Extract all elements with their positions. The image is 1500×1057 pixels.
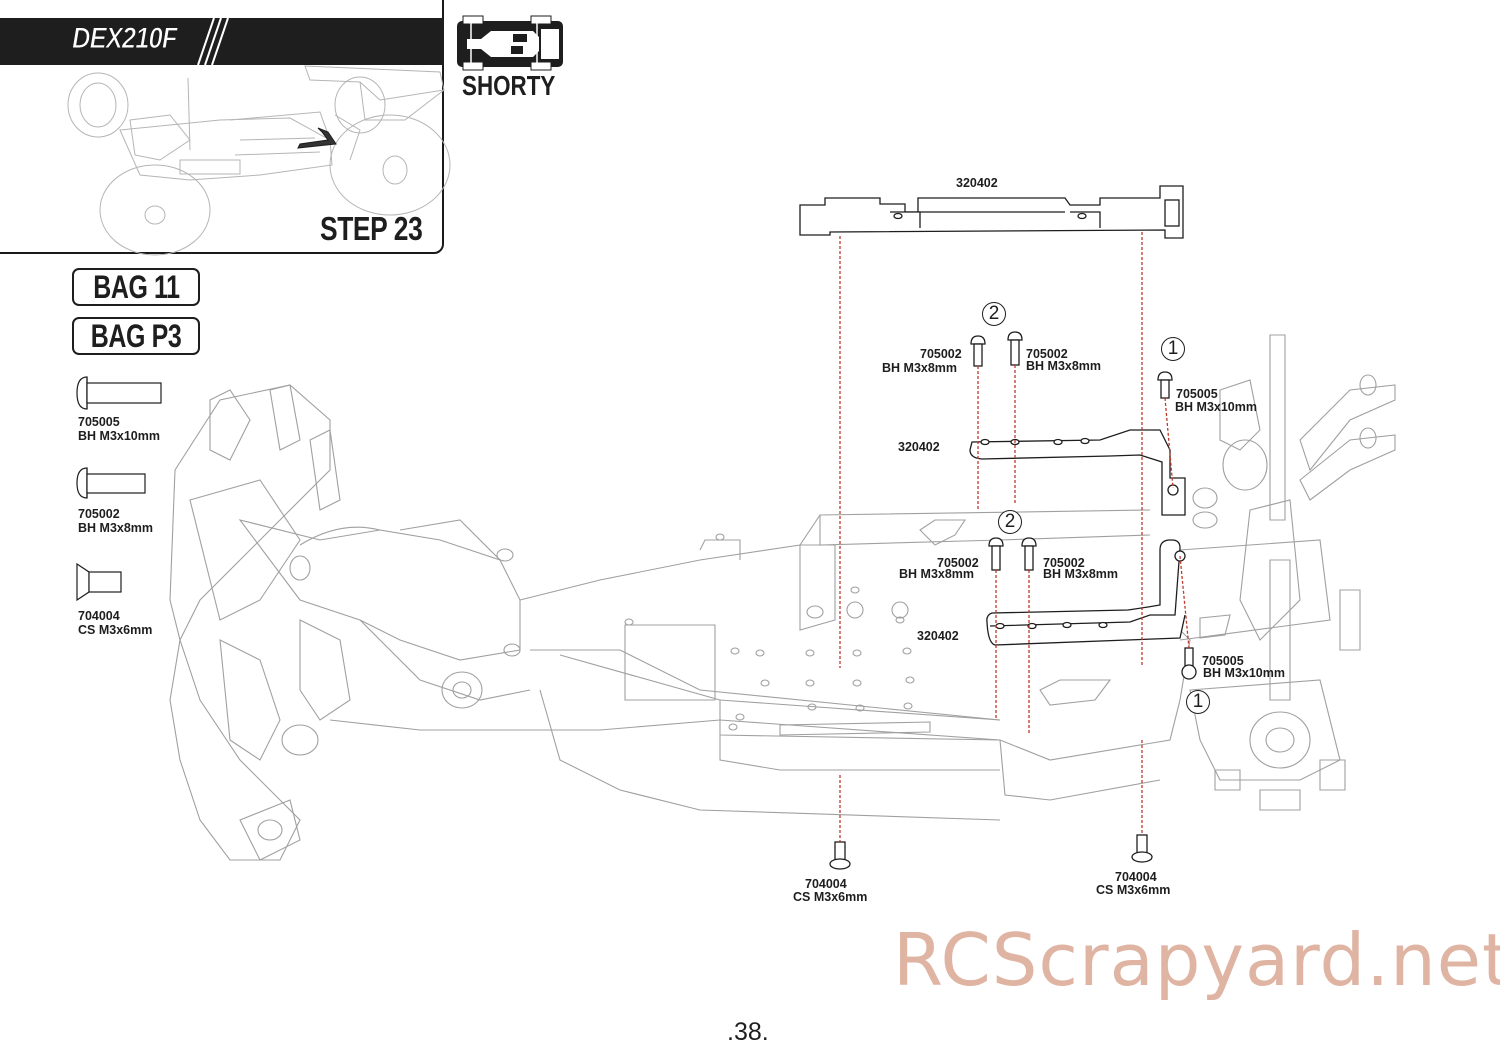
assembly-guide-lines [839,232,1190,842]
part-code: 705005 [78,415,120,429]
guide-line [1179,555,1190,649]
buggy-overview-illustration [67,65,451,256]
screw-desc: BH M3x10mm [1203,666,1285,680]
screw-desc: BH M3x8mm [899,567,975,581]
screw-desc: BH M3x8mm [1026,359,1102,373]
screw-code: 705002 [937,556,979,570]
countersunk-screw-icon [76,562,122,602]
button-head-screw-icon [76,467,146,499]
part-code: 704004 [78,609,120,623]
part-label-upper-brace: 320402 [898,440,940,454]
guide-line [1164,397,1174,489]
header-band [0,18,444,65]
lower-side-brace [986,539,1186,646]
part-label-lower-brace: 320402 [917,629,959,643]
screw-code: 705005 [1176,387,1218,401]
part-desc: BH M3x10mm [78,429,160,443]
screw-code: 705002 [920,347,962,361]
screw-code: 705005 [1202,654,1244,668]
screw-desc: BH M3x10mm [1175,400,1257,414]
button-head-screw-long-icon [76,376,162,410]
part-desc: CS M3x6mm [78,623,153,637]
button-head-screw-icon [970,335,986,367]
screw-code: 705002 [1026,347,1068,361]
step-callout-badge: 1 [1161,337,1185,361]
step-callout-badge: 2 [982,302,1006,326]
screw-code: 704004 [1115,870,1157,884]
top-brace-part [799,185,1184,239]
screw-desc: BH M3x8mm [882,361,958,375]
chassis-line-art [169,334,1396,861]
bag-label-p3: BAG P3 [72,317,200,355]
variant-label: SHORTY [462,70,556,101]
screw-desc: CS M3x6mm [793,890,868,904]
part-desc: BH M3x8mm [78,521,154,535]
countersunk-screw-icon [829,841,851,870]
bag-label-text: BAG P3 [90,317,182,354]
screw-code: 704004 [805,877,847,891]
screw-code: 705002 [1043,556,1085,570]
button-head-screw-icon [988,537,1004,571]
bag-label-11: BAG 11 [72,268,200,306]
countersunk-screw-icon [1131,834,1153,863]
logo-slashes-decoration [197,17,229,66]
site-watermark: RCScrapyard.net [893,918,1500,1002]
button-head-screw-long-icon [1157,371,1173,399]
part-code: 705002 [78,507,120,521]
step-callout-badge: 2 [998,510,1022,534]
screw-desc: CS M3x6mm [1096,883,1171,897]
screw-desc: BH M3x8mm [1043,567,1119,581]
upper-side-brace [969,429,1186,516]
button-head-screw-long-icon [1181,647,1197,680]
step-callout-badge: 1 [1186,690,1210,714]
shorty-chassis-icon [457,15,563,71]
brand-logo: DEX210F [72,22,178,56]
step-title: STEP 23 [320,210,423,247]
button-head-screw-icon [1021,537,1037,571]
bag-label-text: BAG 11 [92,268,180,305]
button-head-screw-icon [1007,331,1023,366]
page-number: .38. [727,1018,769,1046]
part-label-top-brace: 320402 [956,176,998,190]
